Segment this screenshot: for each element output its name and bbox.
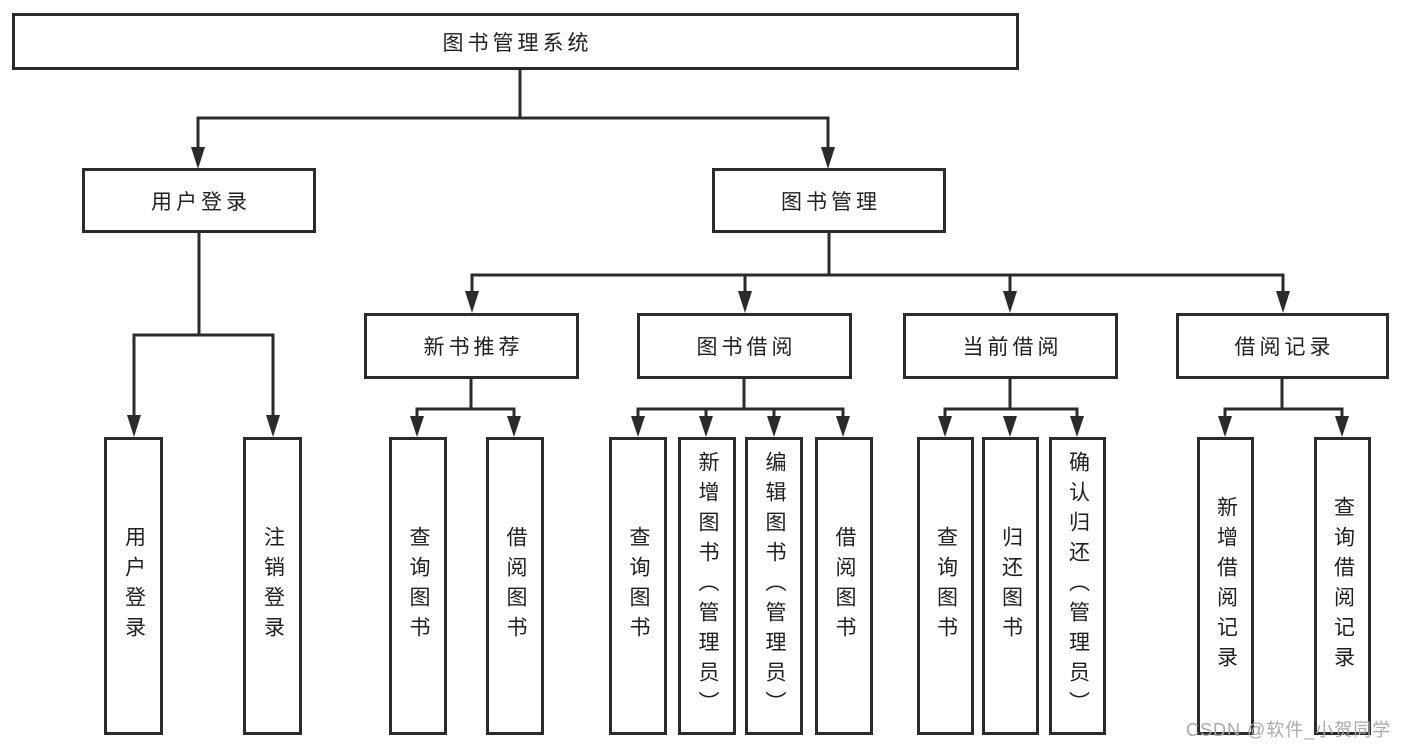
- node-user-login: 用户登录: [82, 168, 316, 233]
- leaf-borrow-add-book: 新增图书（管理员）: [678, 437, 736, 735]
- leaf-borrow-borrow-book: 借阅图书: [815, 437, 873, 735]
- leaf-borrow-edit-book: 编辑图书（管理员）: [745, 437, 803, 735]
- leaf-recommend-borrow-book: 借阅图书: [486, 437, 544, 735]
- leaf-current-return-book: 归还图书: [982, 437, 1039, 735]
- node-new-book-recommend: 新书推荐: [364, 313, 579, 379]
- leaf-current-confirm-return: 确认归还（管理员）: [1049, 437, 1106, 735]
- node-book-borrow: 图书借阅: [637, 313, 852, 379]
- leaf-record-add-record: 新增借阅记录: [1197, 437, 1254, 735]
- connector-arrowheads: [127, 147, 1349, 437]
- node-current-borrow: 当前借阅: [903, 313, 1118, 379]
- leaf-logout: 注销登录: [243, 437, 302, 735]
- leaf-recommend-query-book: 查询图书: [389, 437, 447, 735]
- leaf-borrow-query-book: 查询图书: [609, 437, 667, 735]
- leaf-user-login: 用户登录: [104, 437, 163, 735]
- node-book-management: 图书管理: [712, 168, 946, 233]
- leaf-current-query-book: 查询图书: [917, 437, 974, 735]
- leaf-record-query-record: 查询借阅记录: [1314, 437, 1371, 735]
- csdn-watermark: CSDN @软件_小贺同学: [1186, 720, 1392, 740]
- node-library-management-system: 图书管理系统: [12, 13, 1019, 70]
- node-borrow-record: 借阅记录: [1176, 313, 1389, 379]
